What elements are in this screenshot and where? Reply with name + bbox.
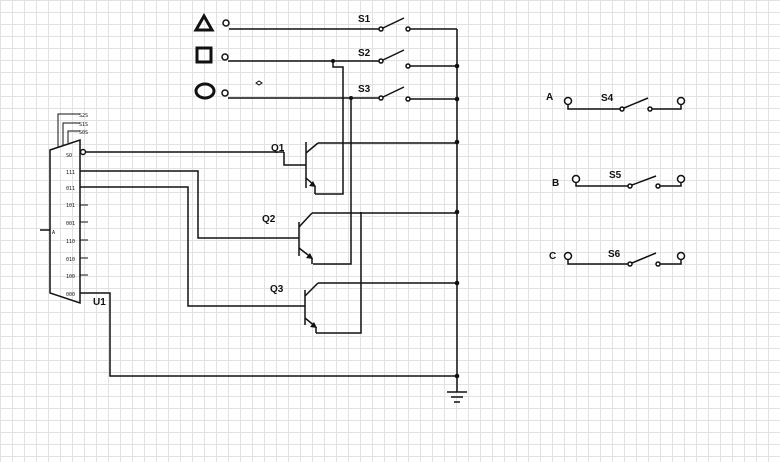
input-wires [228, 28, 381, 99]
transistor-q3[interactable]: Q3 [270, 282, 457, 333]
switch-s3[interactable]: S3 [358, 84, 457, 102]
mux-top-pin-0: S2S [79, 113, 88, 119]
cursor-marker [255, 80, 263, 86]
switch-label-s4: S4 [601, 93, 614, 104]
mux-pin-8: 000 [66, 292, 75, 298]
switch-label-s5: S5 [609, 170, 622, 181]
mux-pin-5: 110 [66, 239, 75, 245]
output-label-b: B [552, 178, 559, 189]
switch-s1[interactable]: S1 [358, 14, 457, 32]
mux-output-terminal[interactable] [79, 148, 87, 156]
triangle-input[interactable] [193, 12, 230, 32]
switch-s2[interactable]: S2 [358, 48, 457, 69]
circle-terminal[interactable] [221, 89, 229, 97]
output-label-c: C [549, 251, 556, 262]
mux-pin-3: 101 [66, 203, 75, 209]
mux-label: U1 [93, 297, 106, 308]
base-wires [80, 151, 457, 377]
square-terminal[interactable] [221, 53, 229, 61]
ground-symbol [447, 391, 467, 403]
output-label-a: A [546, 92, 553, 103]
multiplexer-u1[interactable]: S2S S1S S0S SO 111 011 101 001 110 010 1… [40, 113, 106, 308]
emitter-feeds [313, 59, 362, 334]
transistor-label-q1: Q1 [271, 143, 285, 154]
mux-pin-2: 011 [66, 186, 75, 192]
mux-pin-1: 111 [66, 170, 75, 176]
switch-label-s1: S1 [358, 14, 371, 25]
switch-label-s6: S6 [608, 249, 621, 260]
switch-label-s3: S3 [358, 84, 371, 95]
mux-pin-6: 010 [66, 257, 75, 263]
mux-top-pin-1: S1S [79, 122, 88, 128]
transistor-q1[interactable]: Q1 [271, 142, 457, 194]
output-a[interactable]: A S4 [546, 92, 686, 112]
mux-top-pin-2: S0S [79, 130, 88, 136]
circle-icon [194, 82, 216, 100]
ground-bus [454, 29, 460, 392]
transistor-q2[interactable]: Q2 [262, 212, 457, 264]
triangle-icon [193, 12, 215, 32]
square-input[interactable] [195, 46, 229, 64]
square-icon [195, 46, 213, 64]
mux-side-label: A [52, 230, 55, 236]
output-c[interactable]: C S6 [549, 249, 686, 267]
circle-input[interactable] [194, 82, 229, 100]
mux-pin-7: 100 [66, 274, 75, 280]
transistor-label-q3: Q3 [270, 284, 284, 295]
mux-pin-stubs [80, 204, 88, 276]
switch-label-s2: S2 [358, 48, 371, 59]
triangle-terminal[interactable] [222, 19, 230, 27]
output-b[interactable]: B S5 [552, 170, 686, 189]
transistor-label-q2: Q2 [262, 214, 276, 225]
mux-pin-0: SO [66, 153, 72, 159]
mux-pin-4: 001 [66, 221, 75, 227]
